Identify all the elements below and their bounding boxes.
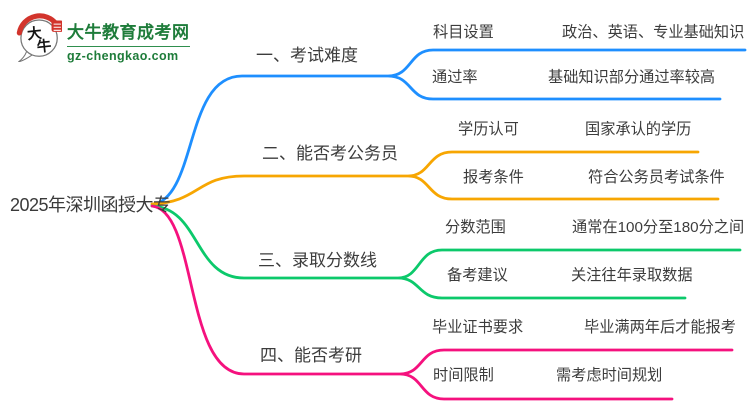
branch-1-child-1-value: 政治、英语、专业基础知识 [562,24,745,41]
branch-1-child-1-label: 科目设置 [433,24,494,41]
branch-4-label: 四、能否考研 [260,346,362,365]
branch-2-child-2-label: 报考条件 [463,169,524,186]
site-name: 大牛教育成考网 [67,18,190,47]
branch-3-label: 三、录取分数线 [258,251,377,270]
branch-4-child-1-label: 毕业证书要求 [432,319,524,336]
branch-3-child-2-label: 备考建议 [447,267,508,284]
logo-seal-stamp [51,20,62,32]
logo-char-1: 大 [26,24,43,43]
branch-3-child-1-label: 分数范围 [445,219,506,236]
branch-3-child-2-value: 关注往年录取数据 [571,267,693,284]
branch-1-label: 一、考试难度 [256,46,358,65]
branch-2-child-1-label: 学历认可 [458,121,519,138]
logo-bull-icon: 大 牛 [16,13,62,62]
branch-2-connector [150,150,720,206]
branch-3-child-1-value: 通常在100分至180分之间 [572,219,745,236]
branch-2-child-2-value: 符合公务员考试条件 [588,169,725,186]
branch-1-child-2-value: 基础知识部分通过率较高 [548,69,716,86]
branch-4-child-2-label: 时间限制 [433,367,494,384]
branch-3-connector [150,204,742,300]
branch-2-label: 二、能否考公务员 [262,144,398,163]
branch-4-connector [150,204,734,401]
logo-texts: 大牛教育成考网 gz-chengkao.com [67,18,190,63]
site-domain: gz-chengkao.com [67,49,179,63]
branch-2-child-1-value: 国家承认的学历 [585,121,692,138]
branch-1-child-2-label: 通过率 [432,69,478,86]
branch-4-child-2-value: 需考虑时间规划 [556,367,663,384]
branch-1-connector [150,48,747,207]
site-logo: 大 牛 大牛教育成考网 gz-chengkao.com [12,8,190,63]
branch-4-child-1-value: 毕业满两年后才能报考 [584,319,736,336]
root-topic: 2025年深圳函授大专 [10,195,171,215]
logo-red-arc [16,13,60,36]
logo-char-2: 牛 [36,36,53,55]
